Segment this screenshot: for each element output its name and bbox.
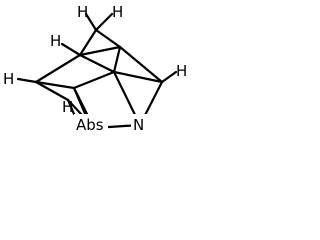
bond-center-to-right [112, 70, 164, 84]
bond-left-to-lower [34, 80, 70, 102]
atom-label-h-top-right: H [112, 3, 123, 21]
bond-h-top-right [94, 12, 114, 32]
atom-label-h-left: H [3, 70, 14, 88]
bond-h-right [160, 70, 178, 84]
bond-top-cage-right [94, 28, 122, 49]
bond-front-to-bottom-ring [72, 86, 88, 118]
bond-top-cage-left [78, 28, 98, 57]
bond-right-upper [118, 45, 164, 84]
atom-label-h-upper-left: H [50, 32, 61, 50]
bond-h-left [16, 77, 38, 84]
mask-abs [74, 114, 108, 133]
bond-top-cross [78, 45, 122, 57]
bond-h-upper-left [60, 42, 82, 57]
atom-label-h-top-left: H [77, 3, 88, 21]
atom-label-n: N [133, 116, 144, 134]
atom-label-h-right: H [176, 62, 187, 80]
bond-upper-mid-left [78, 53, 116, 74]
bond-group [16, 12, 178, 130]
label-masks [74, 114, 148, 133]
mask-n-atom [131, 114, 148, 133]
atom-labels: H H H H H H Abs N [3, 3, 187, 134]
bond-left-upper [34, 53, 82, 84]
atom-label-abs: Abs [76, 116, 104, 134]
bond-h-top-left [84, 12, 98, 32]
bond-left-to-front [34, 80, 76, 90]
atom-label-h-bottom: H [62, 98, 73, 116]
molecule-diagram: H H H H H H Abs N [3, 3, 187, 134]
bond-h-bottom [66, 98, 76, 116]
bond-front-cross [72, 70, 116, 90]
bond-center-vertical [112, 45, 122, 74]
